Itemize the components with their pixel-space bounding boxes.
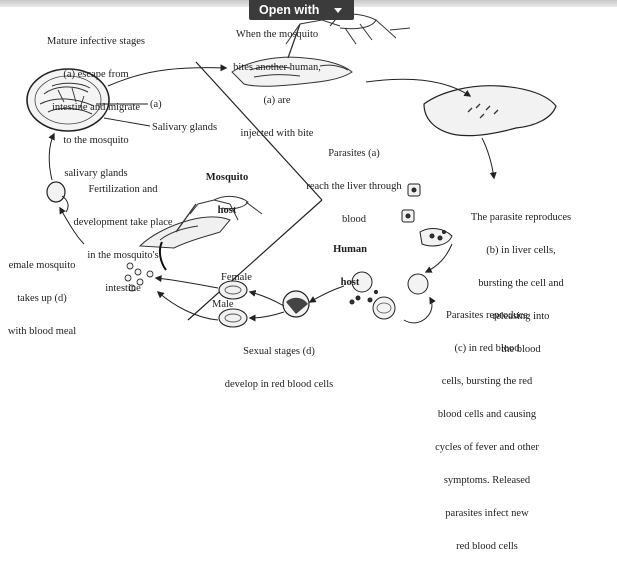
female-gametocyte-cell <box>219 281 247 299</box>
label-line: Fertilization and <box>52 184 194 195</box>
label-line: emale mosquito <box>0 260 84 271</box>
label-line: cells, bursting the red <box>420 376 554 387</box>
arrow-sexual-to-female <box>250 292 284 306</box>
label-line: reach the liver through <box>292 181 416 192</box>
label-line: The parasite reproduces <box>446 212 596 223</box>
red-blood-cell-illustration <box>283 291 309 317</box>
label-line: host <box>322 277 378 288</box>
label-line: Sexual stages (d) <box>204 346 354 357</box>
label-line: red blood cells <box>420 541 554 552</box>
label-mosquito-host: Mosquito host <box>200 150 254 238</box>
label-line: blood <box>292 214 416 225</box>
label-line: Mosquito <box>200 172 254 183</box>
malaria-life-cycle-diagram: When the mosquito bites another human, (… <box>0 0 617 374</box>
label-sexual-stages: Sexual stages (d) develop in red blood c… <box>204 324 354 412</box>
open-with-label: Open with <box>259 0 319 20</box>
arrow-sexual-to-male <box>250 312 284 318</box>
label-line: symptoms. Released <box>420 475 554 486</box>
label-line: host <box>200 205 254 216</box>
label-female-takes-up: emale mosquito takes up (d) with blood m… <box>0 238 84 359</box>
label-rbc-reproduce: Parasites reproduce (c) in red blood cel… <box>420 288 554 574</box>
label-line: to the mosquito <box>20 135 172 146</box>
label-line: Mature infective stages <box>20 36 172 47</box>
label-female: Female <box>221 272 252 283</box>
label-line: cycles of fever and other <box>420 442 554 453</box>
label-line: takes up (d) <box>0 293 84 304</box>
arrow-liver-to-liver-cells <box>482 138 494 178</box>
label-line: (b) in liver cells, <box>446 245 596 256</box>
label-line: (c) in red blood <box>420 343 554 354</box>
open-with-button[interactable]: Open with <box>249 0 354 20</box>
label-gland-a: (a) <box>150 99 162 110</box>
label-line: (a) are <box>202 95 352 106</box>
liver-illustration <box>424 86 556 136</box>
label-line: Parasites (a) <box>292 148 416 159</box>
chevron-down-icon <box>334 8 342 13</box>
label-line: Parasites reproduce <box>420 310 554 321</box>
label-line: with blood meal <box>0 326 84 337</box>
label-line: blood cells and causing <box>420 409 554 420</box>
label-line: development take place <box>52 217 194 228</box>
label-line: (a) escape from <box>20 69 172 80</box>
label-line: develop in red blood cells <box>204 379 354 390</box>
label-parasites-liver: Parasites (a) reach the liver through bl… <box>292 126 416 247</box>
label-line: When the mosquito <box>202 29 352 40</box>
label-line: bites another human, <box>202 62 352 73</box>
label-male: Male <box>212 299 234 310</box>
label-salivary-glands: Salivary glands <box>152 122 217 133</box>
label-line: parasites infect new <box>420 508 554 519</box>
